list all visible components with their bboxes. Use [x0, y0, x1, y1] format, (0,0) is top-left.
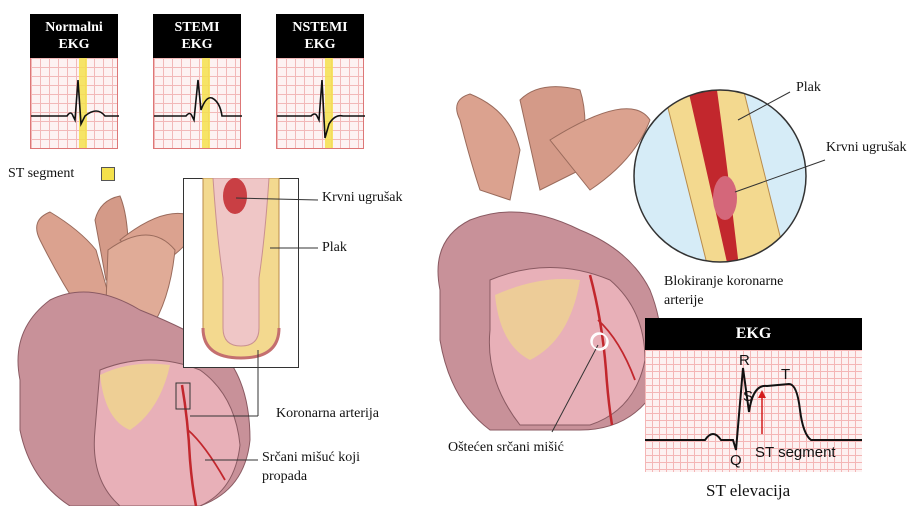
ekg-wave-s: S: [743, 388, 753, 405]
ekg-wave-r: R: [739, 352, 750, 369]
ekg-caption: ST elevacija: [706, 481, 790, 501]
label-blockage: Blokiranje koronarne arterije: [664, 272, 794, 310]
ekg-wave-q: Q: [730, 452, 742, 469]
label-clot-right: Krvni ugrušak: [826, 140, 907, 156]
label-damaged-muscle: Oštećen srčani mišić: [448, 440, 564, 456]
label-plaque-right: Plak: [796, 80, 821, 96]
ekg-wave-t: T: [781, 366, 790, 383]
ekg-st-segment-label: ST segment: [755, 444, 836, 461]
big-ekg-title: EKG: [645, 318, 862, 350]
